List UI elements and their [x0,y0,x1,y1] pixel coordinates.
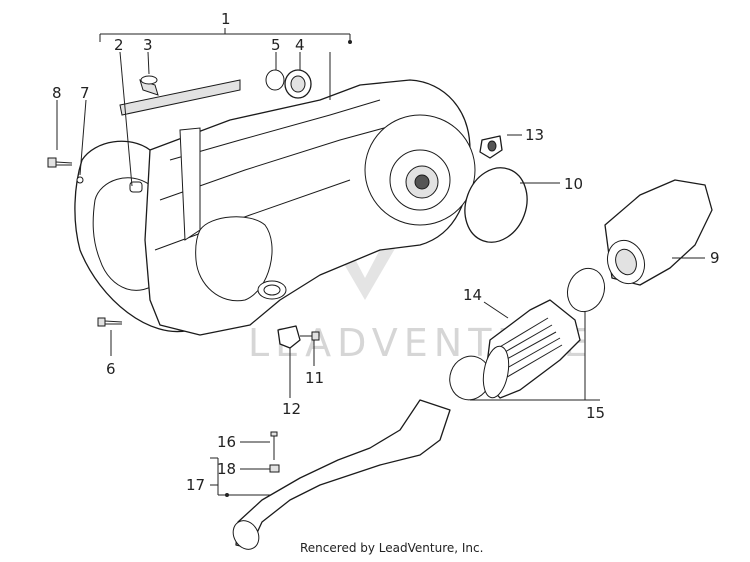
part-4-bearing [284,69,312,99]
leader-lines [56,28,705,497]
callout-4: 4 [295,36,305,54]
part-15-clamps [449,267,606,401]
callout-3: 3 [143,36,153,54]
callout-15: 15 [586,404,605,422]
part-18-nut [269,464,280,473]
part-2-pin [129,181,143,193]
callout-8: 8 [52,84,62,102]
part-3-dowel [139,75,159,96]
part-5-circlip [265,69,285,91]
callout-6: 6 [106,360,116,378]
callout-14: 14 [463,286,482,304]
part-12-bracket [277,325,301,349]
callout-16: 16 [217,433,236,451]
callout-2: 2 [114,36,124,54]
callout-17: 17 [186,476,205,494]
callout-7: 7 [80,84,90,102]
callout-1: 1 [221,10,231,28]
part-13-cap [479,135,503,159]
part-9-air-intake [604,179,713,286]
part-1-transmission-cover [119,79,476,336]
footer-credit: Rencered by LeadVenture, Inc. [300,541,483,555]
callout-12: 12 [282,400,301,418]
part-11-screw [300,331,320,341]
part-17-intake-duct [232,399,451,550]
callout-9: 9 [710,249,720,267]
callout-11: 11 [305,369,324,387]
part-8-bolt [47,157,73,168]
part-10-cover-disc [464,167,528,243]
callout-18: 18 [217,460,236,478]
callout-5: 5 [271,36,281,54]
part-14-bellows [482,299,581,399]
callout-labels: 1 2 3 5 4 8 7 13 10 9 14 6 11 12 15 16 1… [52,10,720,494]
callout-13: 13 [525,126,544,144]
part-6-screw [97,317,123,327]
part-16-bolt [270,431,278,460]
callout-10: 10 [564,175,583,193]
